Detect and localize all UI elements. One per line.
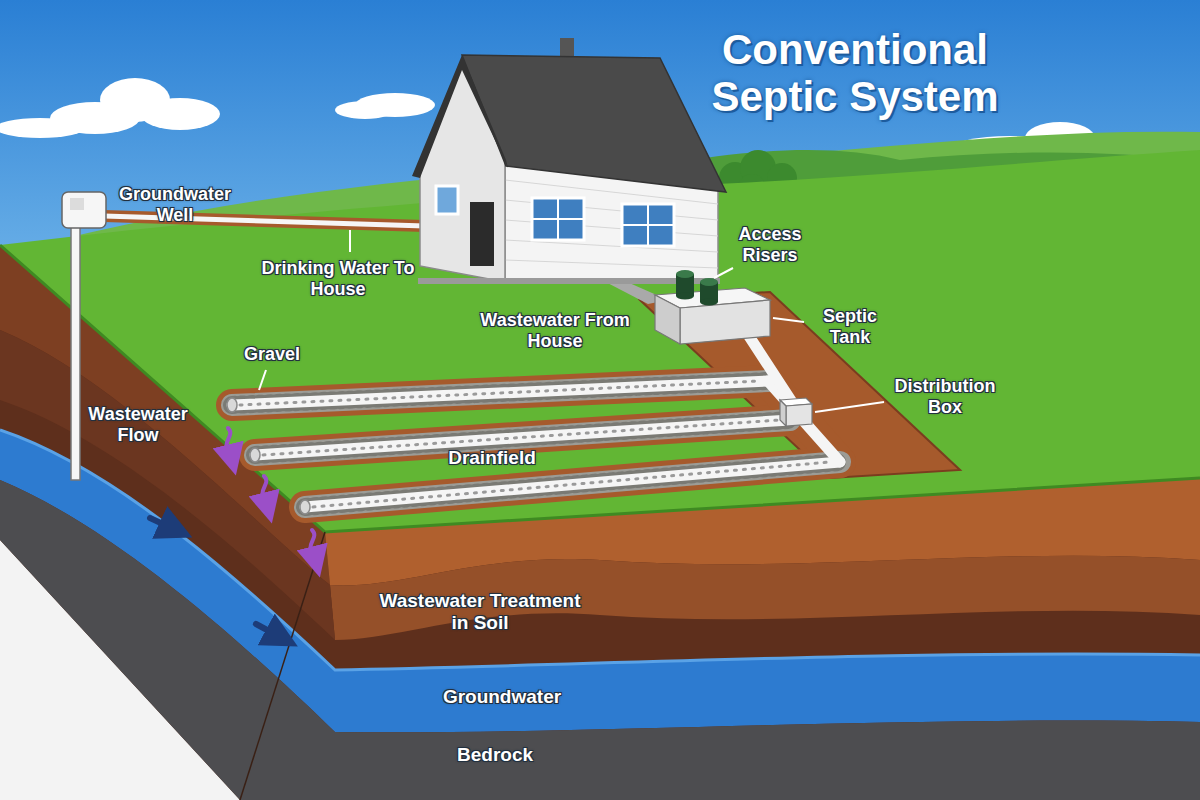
lawn-edge [0,245,1200,532]
diagram-title: Conventional Septic System [655,26,1055,120]
riser-label: Access Risers [728,224,812,265]
groundwater-flow-arrows [150,518,282,638]
pipe-label: Wastewater From House [480,310,630,351]
pipe-label: Drinking Water To House [261,258,416,299]
soil-block [0,245,1200,800]
bedrock-layer [0,480,1200,800]
layer-label: Bedrock [430,744,560,766]
distribution-box [780,398,812,426]
layer-label: Groundwater [422,686,582,708]
drinking-water-pipe [104,216,425,226]
soil-label: Wastewater Treatment in Soil [378,590,583,634]
block-edge [240,532,325,800]
groundwater-well [62,192,106,480]
wastewater-flow-arrows [227,428,316,562]
box-label: Distribution Box [882,376,1008,417]
drainfield-trenches [227,330,840,514]
soil-layer [330,556,1200,640]
field-label: Drainfield [427,447,557,469]
house [412,38,726,284]
access-risers [676,270,718,306]
gravel-label: Gravel [227,344,317,365]
tank-label: Septic Tank [808,306,892,347]
flow-label: Wastewater Flow [77,404,199,445]
well-label: Groundwater Well [110,184,240,225]
